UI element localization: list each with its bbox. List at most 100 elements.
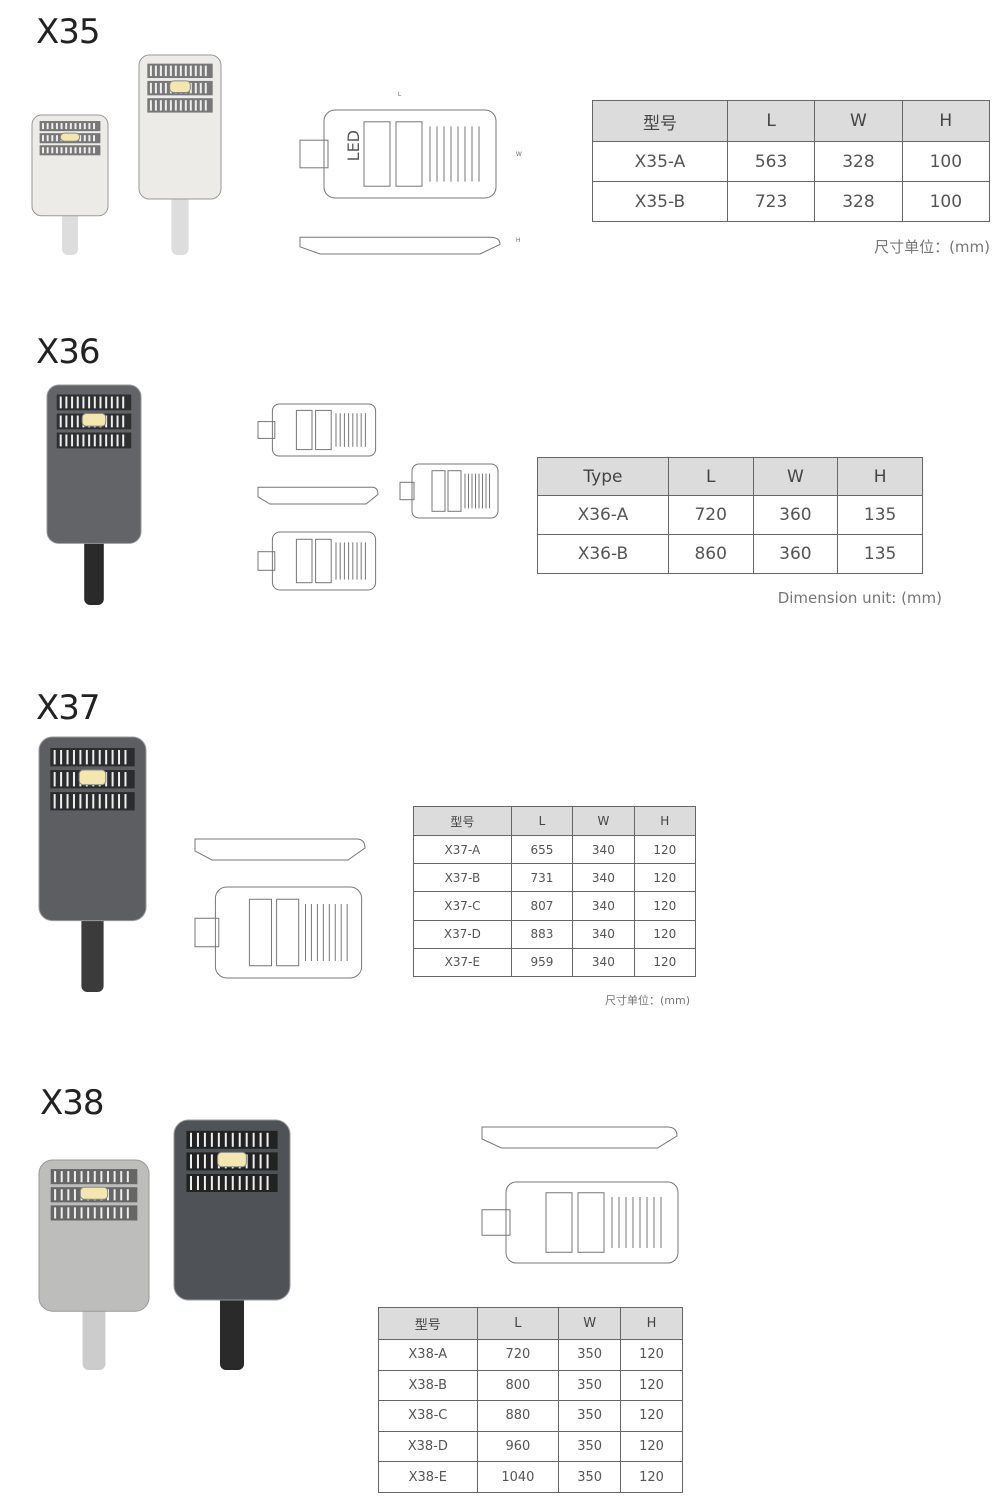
column-header: W [814, 100, 903, 142]
dim-label-l: L [398, 92, 402, 98]
table-cell: X38-B [378, 1369, 478, 1402]
drawing-top-view-x35 [299, 109, 497, 199]
table-cell: X37-D [413, 919, 512, 949]
column-header: L [476, 1307, 560, 1340]
lamp-photo-x37 [38, 736, 147, 992]
drawing-top-view-x37 [194, 886, 363, 979]
column-header: H [901, 100, 991, 142]
table-cell: X37-A [413, 834, 512, 865]
table-cell: 328 [814, 181, 903, 222]
drawing-side-view-x36 [257, 486, 379, 505]
table-cell: 350 [558, 1430, 622, 1463]
table-cell: X38-D [378, 1430, 478, 1463]
table-cell: 731 [510, 863, 574, 893]
table-cell: 563 [726, 141, 816, 182]
table-cell: 360 [752, 495, 839, 535]
drawing-bottom-view-x36 [257, 531, 377, 591]
table-cell: 655 [510, 834, 574, 865]
table-cell: 120 [620, 1461, 683, 1493]
table-cell: X37-C [413, 891, 512, 921]
table-cell: 723 [726, 181, 816, 222]
table-cell: 340 [572, 891, 635, 921]
table-cell: 959 [510, 947, 574, 977]
table-cell: 883 [510, 919, 574, 949]
table-cell: 120 [633, 947, 697, 977]
dim-label-w: W [516, 152, 522, 158]
table-cell: X36-B [537, 534, 669, 574]
column-header: 型号 [378, 1307, 478, 1340]
column-header: W [752, 457, 839, 496]
table-cell: 100 [901, 141, 991, 182]
table-cell: X38-A [378, 1339, 478, 1371]
table-cell: 120 [633, 919, 697, 949]
table-cell: 350 [558, 1461, 622, 1493]
column-header: L [726, 100, 816, 142]
table-cell: X35-A [592, 141, 728, 182]
drawing-side-view-x35 [299, 236, 501, 255]
unit-note-x36: Dimension unit: (mm) [777, 589, 942, 607]
table-cell: 135 [837, 534, 923, 574]
table-cell: 340 [572, 947, 635, 977]
unit-note-x37: 尺寸单位：(mm) [604, 994, 690, 1007]
table-cell: 120 [620, 1369, 683, 1402]
lamp-photo-x35-large [138, 54, 222, 255]
dim-label-h: H [516, 238, 521, 244]
lamp-photo-x38-dark [173, 1119, 291, 1370]
table-cell: 328 [814, 141, 903, 182]
table-cell: 860 [667, 534, 754, 574]
table-cell: 120 [620, 1339, 683, 1371]
lamp-photo-x38-silver [38, 1159, 150, 1370]
table-cell: 120 [633, 891, 697, 921]
table-cell: 807 [510, 891, 574, 921]
column-header: 型号 [592, 100, 728, 142]
section-title-x36: X36 [36, 332, 101, 372]
table-cell: 880 [476, 1400, 560, 1432]
table-cell: 360 [752, 534, 839, 574]
table-cell: X37-E [413, 947, 512, 977]
table-cell: 350 [558, 1339, 622, 1371]
table-cell: 350 [558, 1369, 622, 1402]
table-cell: 1040 [476, 1461, 560, 1493]
lamp-photo-x35-small [31, 114, 109, 255]
table-cell: X36-A [537, 495, 669, 535]
column-header: H [633, 806, 697, 836]
section-title-x38: X38 [40, 1083, 105, 1123]
column-header: W [558, 1307, 622, 1340]
unit-note-x35: 尺寸单位：(mm) [874, 238, 990, 256]
table-cell: 120 [620, 1430, 683, 1463]
table-cell: X38-C [378, 1400, 478, 1432]
table-cell: X35-B [592, 181, 728, 222]
table-cell: 340 [572, 834, 635, 865]
table-cell: 120 [620, 1400, 683, 1432]
drawing-perspective-x36 [399, 463, 499, 519]
table-cell: 960 [476, 1430, 560, 1463]
table-cell: X38-E [378, 1461, 478, 1493]
table-cell: 100 [901, 181, 991, 222]
drawing-top-view-x38 [481, 1181, 679, 1264]
table-cell: 120 [633, 834, 697, 865]
lamp-photo-x36 [46, 384, 142, 605]
section-title-x35: X35 [36, 12, 101, 52]
column-header: 型号 [413, 806, 512, 836]
column-header: L [510, 806, 574, 836]
table-cell: 340 [572, 863, 635, 893]
